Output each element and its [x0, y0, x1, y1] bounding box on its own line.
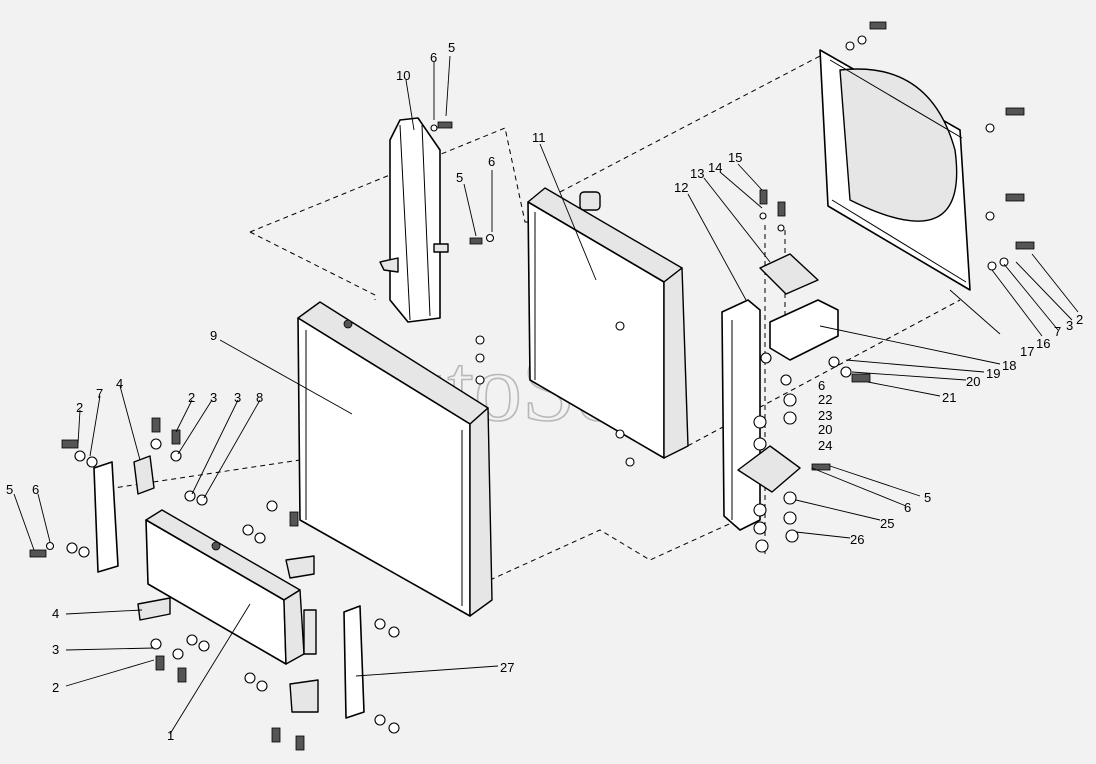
assembly-guide-lines — [99, 55, 961, 581]
fastener-hardware — [29, 21, 1035, 751]
callout-8: 8 — [256, 390, 263, 405]
callout-20: 20 — [966, 374, 980, 389]
callout-26: 26 — [850, 532, 864, 547]
side-bracket-12 — [721, 299, 801, 531]
callout-2: 2 — [52, 680, 59, 695]
callout-4: 4 — [116, 376, 123, 391]
oil-cooler — [145, 509, 317, 665]
callout-3: 3 — [210, 390, 217, 405]
callout-10: 10 — [396, 68, 410, 83]
callout-17: 17 — [1020, 344, 1034, 359]
callout-2: 2 — [1076, 312, 1083, 327]
callout-12: 12 — [674, 180, 688, 195]
callout-6: 6 — [818, 378, 825, 393]
callout-5: 5 — [448, 40, 455, 55]
callout-2: 2 — [188, 390, 195, 405]
callout-1: 1 — [167, 728, 174, 743]
callout-6: 6 — [904, 500, 911, 515]
callout-16: 16 — [1036, 336, 1050, 351]
callout-15: 15 — [728, 150, 742, 165]
callout-13: 13 — [690, 166, 704, 181]
vertical-bracket-10 — [379, 117, 449, 323]
leader-lines — [13, 55, 1079, 735]
support-bracket-18 — [759, 253, 839, 361]
callout-6: 6 — [32, 482, 39, 497]
callout-19: 19 — [986, 366, 1000, 381]
callout-3: 3 — [234, 390, 241, 405]
callout-5: 5 — [6, 482, 13, 497]
radiator-core — [297, 301, 493, 617]
callout-22: 22 — [818, 392, 832, 407]
callout-4: 4 — [52, 606, 59, 621]
callout-7: 7 — [1054, 324, 1061, 339]
left-bracket-plates — [93, 455, 365, 719]
callout-18: 18 — [1002, 358, 1016, 373]
callout-6: 6 — [430, 50, 437, 65]
callout-5: 5 — [456, 170, 463, 185]
callout-23: 23 — [818, 408, 832, 423]
callout-6: 6 — [488, 154, 495, 169]
fan-shroud — [819, 49, 971, 291]
callout-21: 21 — [942, 390, 956, 405]
callout-9: 9 — [210, 328, 217, 343]
callout-20: 20 — [818, 422, 832, 437]
part-callouts: 1 2 2 2 2 3 3 3 3 4 4 5 5 5 5 6 6 6 6 6 … — [6, 40, 1083, 743]
callout-24: 24 — [818, 438, 832, 453]
intercooler-core — [527, 187, 689, 459]
callout-3: 3 — [1066, 318, 1073, 333]
callout-14: 14 — [708, 160, 722, 175]
callout-3: 3 — [52, 642, 59, 657]
callout-27: 27 — [500, 660, 514, 675]
callout-7: 7 — [96, 386, 103, 401]
callout-2: 2 — [76, 400, 83, 415]
callout-5: 5 — [924, 490, 931, 505]
callout-11: 11 — [532, 130, 546, 145]
callout-25: 25 — [880, 516, 894, 531]
